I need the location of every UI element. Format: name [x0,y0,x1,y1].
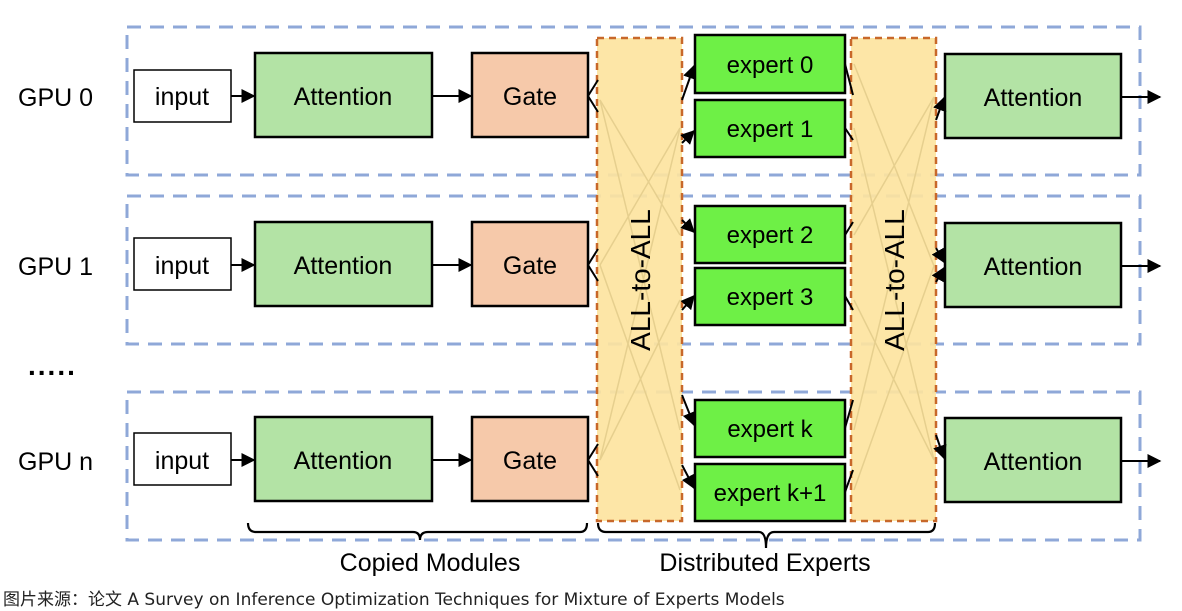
experts: expert 0 expert 1 expert 2 expert 3 expe… [693,33,847,523]
out-attention-label: Attention [984,253,1083,281]
input-label: input [155,83,209,111]
all-to-all-label-2: ALL-to-ALL [879,209,910,351]
gate-label: Gate [503,252,557,280]
gpu-n-row: input Attention Gate Attention [133,415,1162,504]
gate-label: Gate [503,83,557,111]
gpu-1-row: input Attention Gate Attention [133,220,1162,309]
out-attention-box [943,221,1123,309]
distributed-experts-label: Distributed Experts [659,549,870,577]
expert-outputs [844,63,854,493]
gate-outputs [587,79,599,477]
out-attention-box [943,416,1123,504]
all-to-all-label-1: ALL-to-ALL [625,209,656,351]
all-to-all-crossing-lines [599,63,935,491]
gpu-1-label: GPU 1 [18,253,93,281]
copied-modules-brace [246,522,589,541]
expert-label: expert 1 [727,116,814,143]
image-source-caption: 图片来源：论文 A Survey on Inference Optimizati… [3,590,785,610]
input-label: input [155,447,209,475]
distributed-experts-brace [596,522,937,549]
gpu-n-label: GPU n [18,448,93,476]
attention-box [253,415,434,503]
gate-label: Gate [503,447,557,475]
copied-modules-label: Copied Modules [340,549,521,577]
ellipsis: ..... [28,350,77,381]
expert-label: expert 2 [727,222,814,249]
expert-label: expert 0 [727,52,814,79]
expert-label: expert 3 [727,284,814,311]
gpu-0-label: GPU 0 [18,84,93,112]
attention-input-arrows [931,96,947,460]
gate-box [470,51,590,139]
gpu-0-row: input Attention Gate Attention [133,51,1162,140]
expert-box [693,204,847,265]
gate-box [470,415,590,503]
input-box [133,237,232,291]
attention-label: Attention [294,83,393,111]
braces [246,522,937,549]
expert-label: expert k [727,416,813,443]
attention-box [253,220,434,308]
attention-label: Attention [294,252,393,280]
expert-box [693,462,847,523]
out-attention-label: Attention [984,84,1083,112]
input-box [133,432,232,486]
input-box [133,69,232,123]
attention-label: Attention [294,447,393,475]
gate-box [470,220,590,308]
out-attention-label: Attention [984,448,1083,476]
expert-input-arrows [680,64,697,490]
expert-label: expert k+1 [714,480,827,507]
expert-box [693,398,847,459]
input-label: input [155,252,209,280]
